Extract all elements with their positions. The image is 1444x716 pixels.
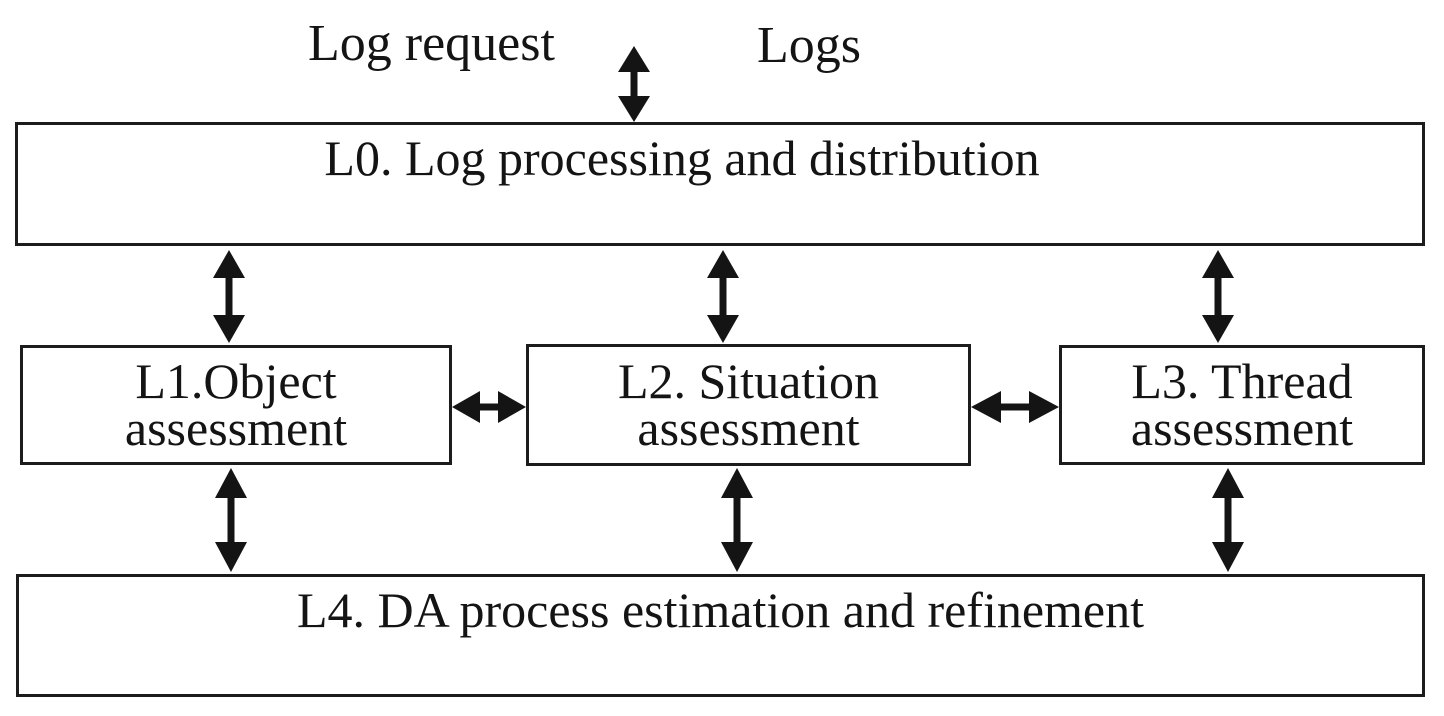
box-l1-line2: assessment bbox=[124, 400, 348, 456]
box-l4: L4. DA process estimation and refinement bbox=[16, 574, 1425, 697]
box-l2: L2. Situation assessment bbox=[526, 344, 971, 466]
log-request-label: Log request bbox=[308, 15, 555, 72]
arrow-l3-l4-icon bbox=[1212, 468, 1244, 572]
box-l4-label: L4. DA process estimation and refinement bbox=[297, 582, 1144, 638]
arrow-logs-l0-icon bbox=[618, 46, 650, 122]
box-l0-label: L0. Log processing and distribution bbox=[324, 130, 1040, 186]
logs-label: Logs bbox=[757, 17, 861, 74]
arrow-l0-l1-icon bbox=[213, 250, 245, 343]
arrow-l1-l2-icon bbox=[452, 391, 526, 423]
arrow-l0-l2-icon bbox=[707, 250, 739, 343]
arrow-l0-l3-icon bbox=[1202, 250, 1234, 343]
box-l1-line1: L1.Object bbox=[135, 353, 337, 409]
box-l0: L0. Log processing and distribution bbox=[15, 122, 1425, 246]
arrow-l2-l4-icon bbox=[721, 468, 753, 572]
arrow-l1-l4-icon bbox=[215, 468, 247, 572]
arrow-l2-l3-icon bbox=[971, 391, 1059, 423]
box-l2-line2: assessment bbox=[637, 400, 860, 456]
box-l3-line1: L3. Thread bbox=[1131, 353, 1353, 409]
box-l2-line1: L2. Situation bbox=[617, 353, 880, 409]
box-l1: L1.Object assessment bbox=[20, 345, 452, 465]
box-l3-line2: assessment bbox=[1130, 400, 1354, 456]
box-l3: L3. Thread assessment bbox=[1059, 345, 1425, 465]
